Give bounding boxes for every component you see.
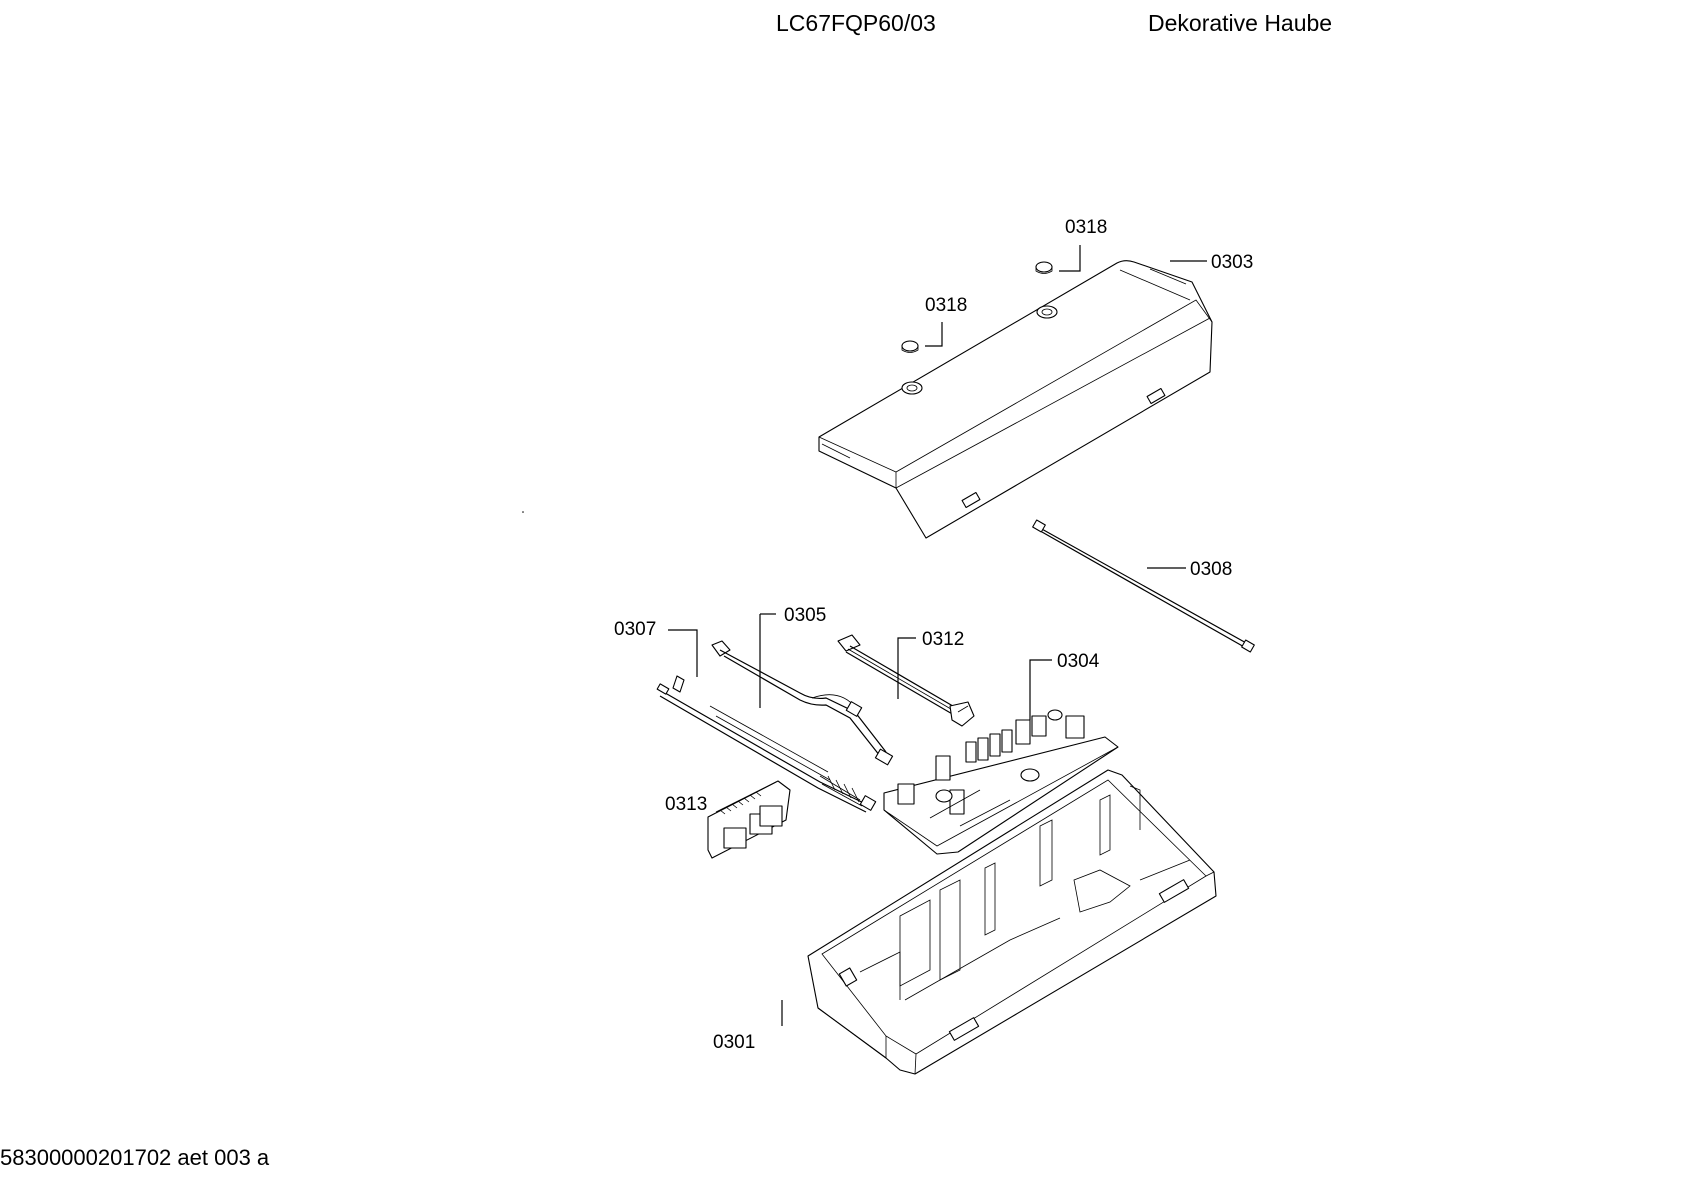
cap-part-0318-b[interactable]	[1035, 261, 1053, 274]
pcb-part-0313[interactable]	[707, 780, 791, 859]
part-label-0318-a: 0318	[925, 295, 967, 316]
part-label-0301: 0301	[713, 1032, 755, 1053]
part-label-0308: 0308	[1190, 559, 1232, 580]
part-label-0318-b: 0318	[1065, 217, 1107, 238]
section-title: Dekorative Haube	[1148, 10, 1333, 36]
part-label-0304: 0304	[1057, 651, 1100, 672]
housing-part-0301[interactable]	[807, 769, 1217, 1075]
cover-part-0303[interactable]	[818, 260, 1213, 539]
document-reference: 58300000201702 aet 003 a	[0, 1145, 270, 1170]
harness-part-0307[interactable]	[656, 675, 877, 813]
part-label-0307: 0307	[614, 619, 656, 640]
leader-lines	[668, 245, 1207, 1026]
pcb-part-0304[interactable]	[883, 709, 1119, 855]
cap-part-0318-a[interactable]	[901, 340, 919, 353]
part-label-0313: 0313	[665, 794, 707, 815]
wire-part-0308[interactable]	[1032, 519, 1255, 653]
ribbon-part-0312[interactable]	[837, 634, 975, 727]
harness-part-0305[interactable]	[711, 640, 894, 766]
part-label-0303: 0303	[1211, 252, 1253, 273]
stray-dot	[522, 511, 524, 513]
part-label-0305: 0305	[784, 605, 826, 626]
model-number: LC67FQP60/03	[776, 10, 936, 36]
part-label-0312: 0312	[922, 629, 964, 650]
